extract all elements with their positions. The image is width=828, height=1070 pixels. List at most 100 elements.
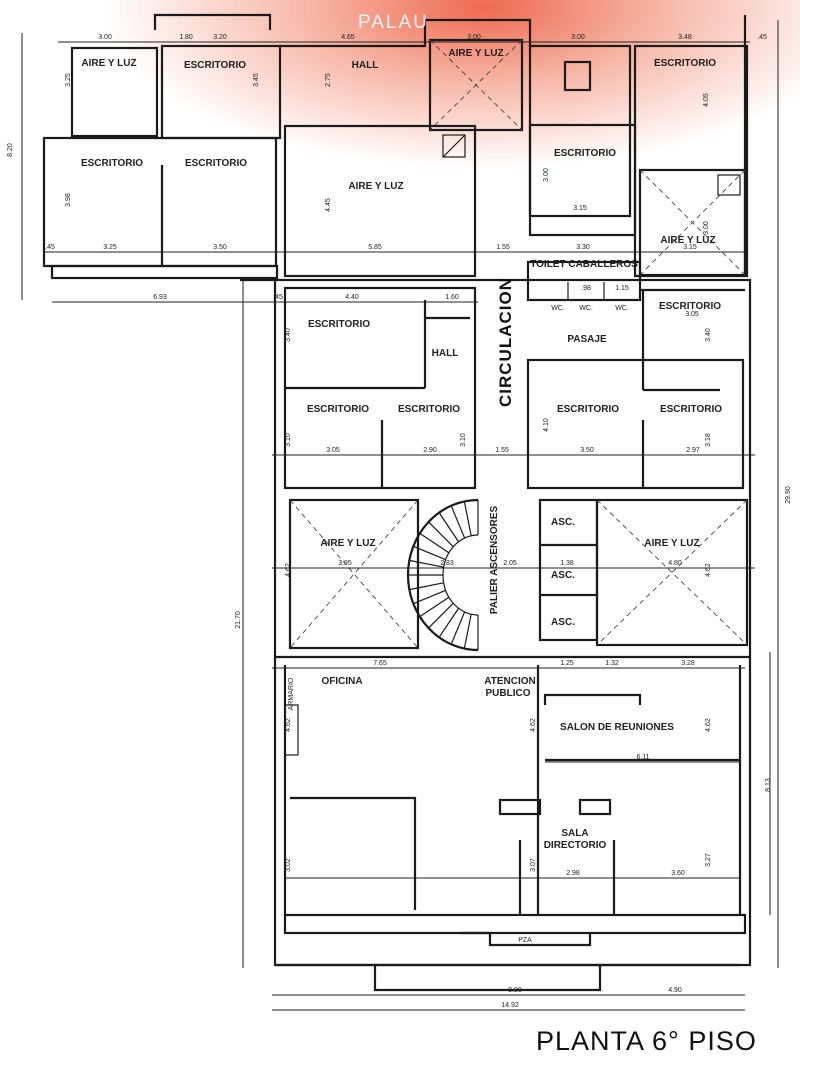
room-escritorio-m3: ESCRITORIO xyxy=(398,404,460,415)
dimension-label: 6.93 xyxy=(153,294,167,301)
dimension-label: 3.98 xyxy=(65,193,72,207)
dimension-label: 2.98 xyxy=(566,870,580,877)
dimension-label: 1.25 xyxy=(560,660,574,667)
dimension-label: 3.45 xyxy=(253,73,260,87)
dimension-label: 4.80 xyxy=(668,560,682,567)
room-labels: AIRE Y LUZ ESCRITORIO HALL AIRE Y LUZ ES… xyxy=(81,48,722,944)
dimension-label: 3.40 xyxy=(705,328,712,342)
stair-tread xyxy=(428,602,454,629)
dimension-label: 3.25 xyxy=(103,244,117,251)
plan-title: PLANTA 6° PISO xyxy=(536,1026,757,1056)
room-escritorio-tr: ESCRITORIO xyxy=(654,58,716,69)
stair-tread xyxy=(409,582,444,591)
room-pasaje: PASAJE xyxy=(567,334,607,345)
dimension-label: 3.15 xyxy=(683,244,697,251)
dimension-label: 2.90 xyxy=(423,447,437,454)
room-aire-luz-center: AIRE Y LUZ xyxy=(348,181,403,192)
dimension-label: .45 xyxy=(757,34,767,41)
dimension-label: 2.97 xyxy=(686,447,700,454)
dimension-label: 3.48 xyxy=(678,34,692,41)
room-aire-luz-mr: AIRE Y LUZ xyxy=(644,538,699,549)
room-aire-luz-top: AIRE Y LUZ xyxy=(448,48,503,59)
room-asc-2: ASC. xyxy=(551,570,575,581)
dimension-label: 3.00 xyxy=(98,34,112,41)
dimension-label: 7.65 xyxy=(373,660,387,667)
dimension-label: 1.80 xyxy=(179,34,193,41)
stair-tread xyxy=(450,505,466,539)
dimension-label: 4.62 xyxy=(530,718,537,732)
dimension-label: 3.00 xyxy=(571,34,585,41)
dimension-label: 3.10 xyxy=(285,433,292,447)
room-circulacion: CIRCULACION xyxy=(496,277,515,407)
stair-tread xyxy=(413,589,446,605)
dimension-label: 3.60 xyxy=(671,870,685,877)
room-wc-2: WC. xyxy=(579,305,593,312)
dimension-label: 4.90 xyxy=(668,987,682,994)
dimension-label: 3.40 xyxy=(285,328,292,342)
stair-core xyxy=(563,60,592,92)
room-palier: PALIER ASCENSORES xyxy=(489,506,500,615)
dimension-label: 2.05 xyxy=(503,560,517,567)
room-salon: SALON DE REUNIONES xyxy=(560,722,674,733)
dimension-label: 3.05 xyxy=(326,447,340,454)
dimension-label: 9.90 xyxy=(508,987,522,994)
stair-tread xyxy=(438,607,460,638)
dimension-label: 4.05 xyxy=(703,93,710,107)
dimension-label: 3.00 xyxy=(543,168,550,182)
brand-glow xyxy=(100,0,800,170)
dimension-label: 3.27 xyxy=(705,853,712,867)
dimension-label: 3.07 xyxy=(530,858,537,872)
room-oficina: OFICINA xyxy=(321,676,362,687)
dimension-label: 4.40 xyxy=(345,294,359,301)
dimension-label: 3.10 xyxy=(460,433,467,447)
room-atencion-2: PUBLICO xyxy=(486,688,531,699)
dimension-label: 3.00 xyxy=(467,34,481,41)
dimension-label: 3.00 xyxy=(703,221,710,235)
room-escritorio-l2: ESCRITORIO xyxy=(185,158,247,169)
room-atencion-1: ATENCION xyxy=(484,676,535,687)
room-aire-luz-ml: AIRE Y LUZ xyxy=(320,538,375,549)
room-escritorio-t1: ESCRITORIO xyxy=(184,60,246,71)
dimension-lines xyxy=(21,20,779,1011)
dimension-label: 3.18 xyxy=(705,433,712,447)
dimension-label: 5.85 xyxy=(368,244,382,251)
dimension-label: 4.62 xyxy=(285,563,292,577)
dimension-label: 1.15 xyxy=(615,285,629,292)
label-plaza: PZA xyxy=(518,937,532,944)
room-escritorio-m2: ESCRITORIO xyxy=(307,404,369,415)
dimension-label: 8.20 xyxy=(7,143,14,157)
dimension-label: 1.60 xyxy=(445,294,459,301)
room-aire-luz-r: AIRE Y LUZ xyxy=(660,235,715,246)
dimension-label: 4.45 xyxy=(325,198,332,212)
room-asc-1: ASC. xyxy=(551,517,575,528)
dimension-label: 6.11 xyxy=(636,754,649,761)
room-hall-mid: HALL xyxy=(432,348,459,359)
dimension-label: 3.02 xyxy=(285,858,292,872)
dimension-label: 3.95 xyxy=(338,560,352,567)
room-wc-1: WC. xyxy=(551,305,565,312)
elevator-block xyxy=(538,498,599,642)
wall-aire-luz-center xyxy=(283,124,477,278)
dimension-label: 3.20 xyxy=(213,34,227,41)
stair-tread xyxy=(463,501,472,536)
room-aire-luz-tl: AIRE Y LUZ xyxy=(81,58,136,69)
dimension-label: 4.62 xyxy=(285,718,292,732)
stair-tread xyxy=(419,596,450,618)
dimension-label: .45 xyxy=(273,294,283,301)
dimension-label: 1.55 xyxy=(495,447,509,454)
room-escritorio-r2: ESCRITORIO xyxy=(659,301,721,312)
stair-tread xyxy=(438,512,460,543)
stair-tread xyxy=(413,545,446,561)
dimension-label: 2.83 xyxy=(440,560,454,567)
dimension-label: 1.55 xyxy=(496,244,510,251)
dimension-label: 1.32 xyxy=(605,660,619,667)
label-armario: ARMARIO xyxy=(288,677,295,710)
room-escritorio-r1: ESCRITORIO xyxy=(554,148,616,159)
stair-tread xyxy=(419,532,450,554)
dimension-label: 4.62 xyxy=(705,563,712,577)
dimension-label: 3.25 xyxy=(65,73,72,87)
stair-tread xyxy=(450,611,466,645)
room-toilet: TOILET CABALLEROS xyxy=(530,259,638,270)
dimension-label: 4.10 xyxy=(543,418,550,432)
